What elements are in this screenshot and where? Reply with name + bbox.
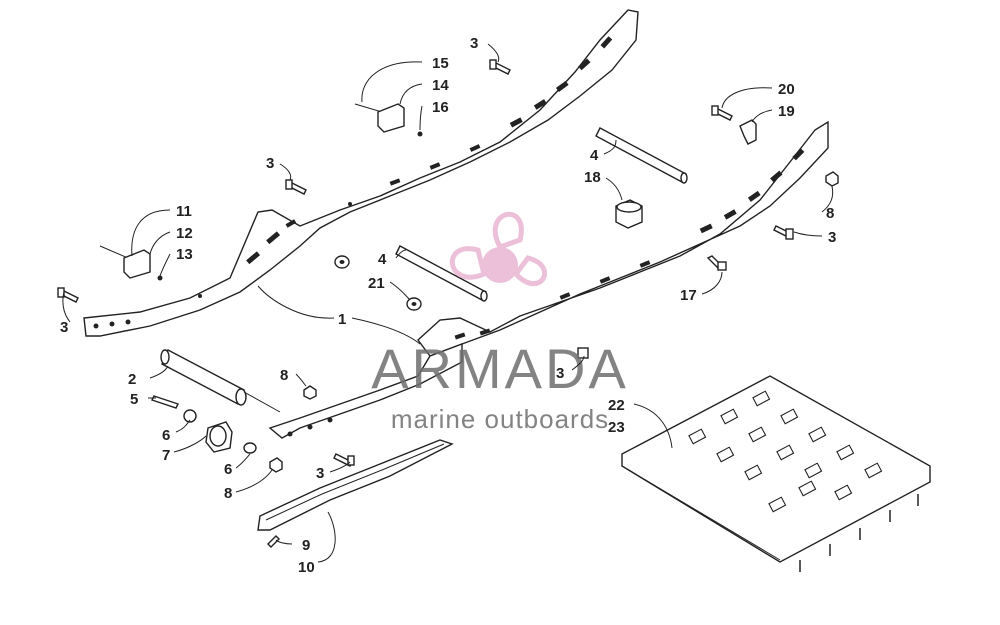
callout-18: 18 (584, 169, 601, 186)
callout-4: 4 (378, 251, 387, 268)
callout-22: 22 (608, 397, 625, 414)
callout-6: 6 (224, 461, 232, 478)
callout-3: 3 (470, 35, 478, 52)
callout-1: 1 (338, 311, 346, 328)
callout-14: 14 (432, 77, 449, 94)
callout-3: 3 (556, 365, 564, 382)
watermark-tagline: marine outboards (391, 404, 609, 434)
right-slide-rail (268, 120, 829, 439)
callout-12: 12 (176, 225, 193, 242)
callout-10: 10 (298, 559, 315, 576)
callout-labels: 1 2 3 3 3 3 3 3 4 4 5 6 6 7 8 8 8 9 10 1… (60, 35, 836, 576)
callout-9: 9 (302, 537, 310, 554)
callout-7: 7 (162, 447, 170, 464)
callout-6: 6 (162, 427, 170, 444)
callout-4: 4 (590, 147, 599, 164)
front-axle (160, 349, 247, 406)
stop-block-14 (377, 103, 423, 137)
callout-20: 20 (778, 81, 795, 98)
callout-2: 2 (128, 371, 136, 388)
left-slide-rail (83, 9, 639, 337)
callout-11: 11 (176, 203, 192, 220)
wheel-spacer (205, 421, 233, 453)
callout-17: 17 (680, 287, 697, 304)
callout-3: 3 (266, 155, 274, 172)
callout-8: 8 (224, 485, 232, 502)
callout-15: 15 (432, 55, 449, 72)
callout-21: 21 (368, 275, 385, 292)
callout-19: 19 (778, 103, 795, 120)
callout-3: 3 (60, 319, 68, 336)
bolts (57, 59, 794, 548)
stop-block-12 (123, 249, 163, 281)
callout-3: 3 (828, 229, 836, 246)
callout-3: 3 (316, 465, 324, 482)
watermark-brand: ARMADA (371, 337, 629, 400)
nuts-washers (183, 171, 839, 473)
cross-shaft-rear (595, 127, 688, 184)
track (621, 375, 931, 572)
bumper-block-18 (615, 199, 643, 229)
callout-8: 8 (280, 367, 288, 384)
callout-5: 5 (130, 391, 138, 408)
callout-16: 16 (432, 99, 449, 116)
cross-shaft-front (395, 245, 488, 302)
callout-8: 8 (826, 205, 834, 222)
callout-13: 13 (176, 246, 193, 263)
armada-logo (450, 211, 548, 287)
bracket-19 (739, 119, 757, 145)
wear-strip (257, 439, 454, 531)
callout-23: 23 (608, 419, 625, 436)
leader-lines (62, 43, 834, 563)
